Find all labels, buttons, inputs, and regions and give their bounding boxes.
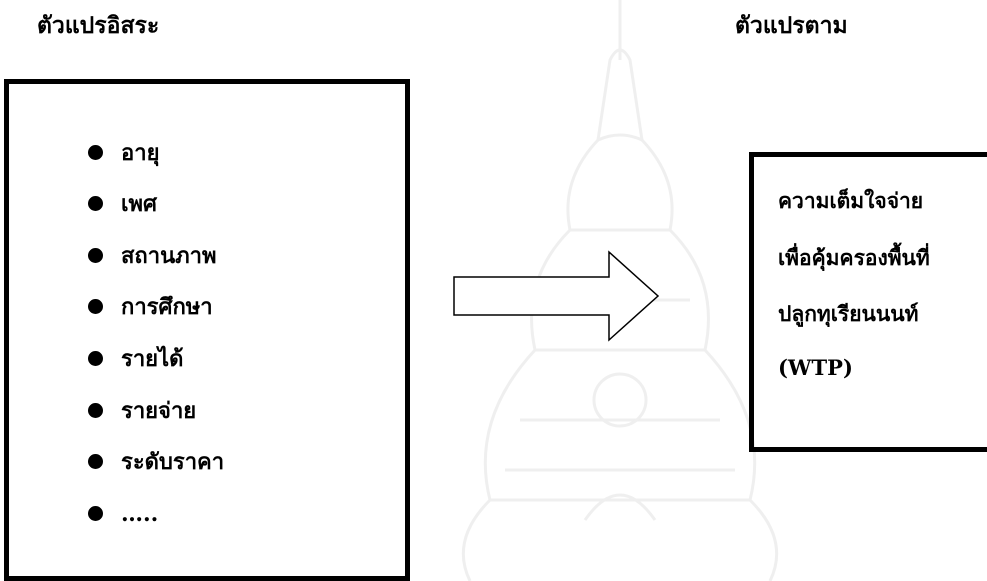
list-item: สถานภาพ bbox=[9, 239, 405, 273]
bullet-icon bbox=[88, 248, 103, 263]
variable-label: รายได้ bbox=[121, 346, 184, 372]
list-item: รายจ่าย bbox=[9, 394, 405, 428]
dependent-variable-line: (WTP) bbox=[778, 355, 853, 380]
dependent-variable-box: ความเต็มใจจ่าย เพื่อคุ้มครองพื้นที่ ปลูก… bbox=[749, 152, 987, 452]
list-item: เพศ bbox=[9, 187, 405, 221]
bullet-icon bbox=[88, 145, 103, 160]
bullet-icon bbox=[88, 196, 103, 211]
variable-label: รายจ่าย bbox=[121, 398, 197, 424]
list-item: รายได้ bbox=[9, 342, 405, 376]
dependent-variable-line: ความเต็มใจจ่าย bbox=[778, 188, 924, 213]
bullet-icon bbox=[88, 351, 103, 366]
university-emblem-watermark bbox=[461, 0, 779, 581]
independent-variables-heading: ตัวแปรอิสระ bbox=[37, 12, 160, 39]
variable-label: การศึกษา bbox=[121, 294, 213, 320]
list-item: อายุ bbox=[9, 136, 405, 170]
variable-label: เพศ bbox=[121, 191, 157, 217]
variable-label: ระดับราคา bbox=[121, 449, 225, 475]
variable-label: อายุ bbox=[121, 140, 160, 166]
list-item: การศึกษา bbox=[9, 290, 405, 324]
variable-label: ….. bbox=[121, 501, 159, 527]
bullet-icon bbox=[88, 506, 103, 521]
variable-label: สถานภาพ bbox=[121, 243, 217, 269]
dependent-variable-heading: ตัวแปรตาม bbox=[735, 12, 848, 39]
independent-variables-box: อายุ เพศ สถานภาพ การศึกษา รายได้ รายจ่าย… bbox=[4, 79, 410, 581]
dependent-variable-line: เพื่อคุ้มครองพื้นที่ bbox=[778, 245, 930, 270]
bullet-icon bbox=[88, 403, 103, 418]
bullet-icon bbox=[88, 454, 103, 469]
list-item: ….. bbox=[9, 497, 405, 531]
dependent-variable-line: ปลูกทุเรียนนนท์ bbox=[778, 301, 919, 326]
list-item: ระดับราคา bbox=[9, 445, 405, 479]
bullet-icon bbox=[88, 299, 103, 314]
right-arrow-icon bbox=[453, 250, 660, 342]
